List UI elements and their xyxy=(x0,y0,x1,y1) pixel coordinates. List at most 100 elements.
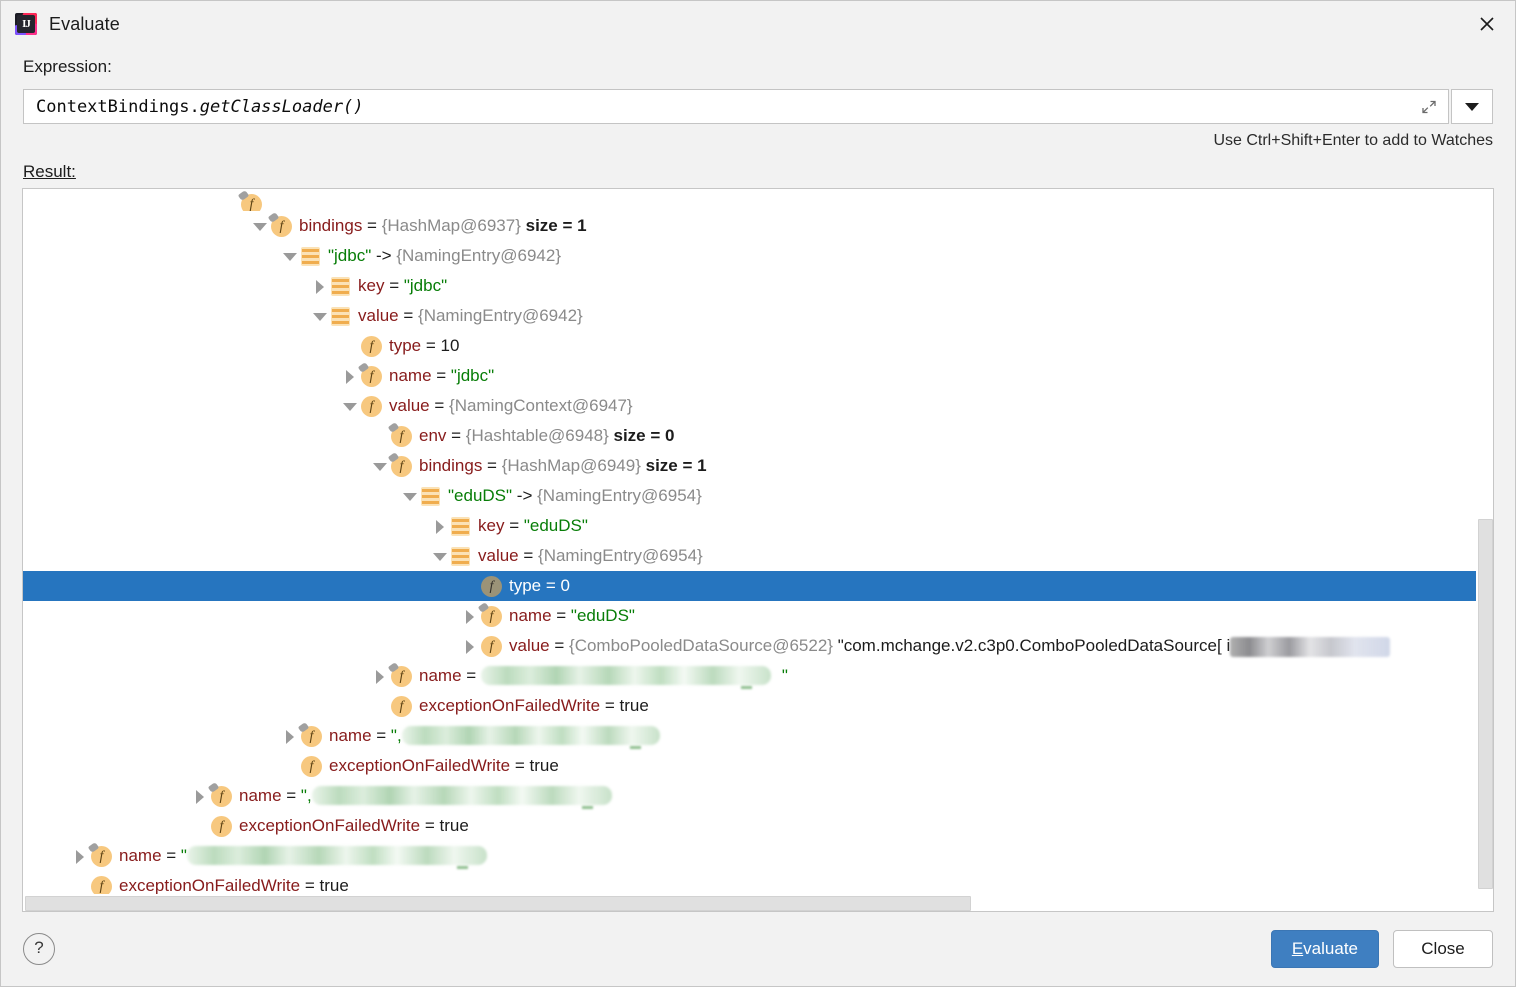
horizontal-scrollbar[interactable] xyxy=(23,894,1476,911)
tree-node-size: size = 0 xyxy=(608,426,675,445)
evaluate-button-label: valuate xyxy=(1303,939,1358,958)
vertical-scrollbar-thumb[interactable] xyxy=(1478,519,1493,889)
tree-node-value: "eduDS" xyxy=(523,516,588,535)
expression-input[interactable]: ContextBindings.getClassLoader() xyxy=(23,89,1449,124)
chevron-right-icon[interactable] xyxy=(279,722,301,752)
tree-row[interactable]: key = "jdbc" xyxy=(23,271,1493,301)
chevron-down-icon[interactable] xyxy=(369,452,391,482)
field-icon: f xyxy=(361,336,382,358)
close-button[interactable]: Close xyxy=(1393,930,1493,968)
tree-node-name: key xyxy=(358,276,385,295)
tree-node-ref: {HashMap@6949} xyxy=(501,456,641,475)
chevron-down-icon[interactable] xyxy=(399,482,421,512)
chevron-right-icon[interactable] xyxy=(309,272,331,302)
result-label-text: Result: xyxy=(23,162,76,181)
expression-history-dropdown[interactable] xyxy=(1451,89,1493,124)
twisty-placeholder xyxy=(189,812,211,842)
chevron-down-icon[interactable] xyxy=(429,542,451,572)
redacted-value xyxy=(186,846,487,866)
chevron-right-icon[interactable] xyxy=(429,512,451,542)
redacted-value xyxy=(311,786,612,806)
tree-node-equals: = xyxy=(541,576,561,595)
tree-node-equals: = xyxy=(461,666,481,685)
close-icon[interactable] xyxy=(1459,1,1515,47)
chevron-down-icon[interactable] xyxy=(279,242,301,272)
tree-node-name: type xyxy=(389,336,422,355)
tree-node-name: name xyxy=(119,846,162,865)
tree-node-ref: {NamingEntry@6954} xyxy=(538,546,703,565)
tree-node-ref: {NamingContext@6947} xyxy=(449,396,633,415)
chevron-right-icon[interactable] xyxy=(189,782,211,812)
tree-node-equals: = xyxy=(429,396,450,415)
field-icon: f xyxy=(301,756,322,778)
tree-node-value: true xyxy=(319,876,349,895)
tree-node-name: name xyxy=(419,666,462,685)
watches-hint: Use Ctrl+Shift+Enter to add to Watches xyxy=(1213,132,1493,149)
tree-node-value: "jdbc" xyxy=(403,276,448,295)
chevron-right-icon[interactable] xyxy=(339,362,361,392)
tree-node-value: "eduDS" xyxy=(570,606,635,625)
horizontal-scrollbar-thumb[interactable] xyxy=(25,896,971,911)
tree-row[interactable]: "eduDS" -> {NamingEntry@6954} xyxy=(23,481,1493,511)
field-icon: f xyxy=(391,696,412,718)
vertical-scrollbar[interactable] xyxy=(1476,189,1493,911)
field-icon: f xyxy=(481,636,502,658)
tree-node-name: bindings xyxy=(299,216,363,235)
tree-row[interactable]: value = {NamingEntry@6942} xyxy=(23,301,1493,331)
tree-row[interactable]: f xyxy=(23,189,1493,211)
twisty-placeholder xyxy=(339,332,361,362)
tree-node-value: "jdbc" xyxy=(450,366,495,385)
redacted-value xyxy=(1230,636,1391,657)
chevron-down-icon[interactable] xyxy=(339,392,361,422)
chevron-down-icon[interactable] xyxy=(249,212,271,242)
tree-node-value: 10 xyxy=(440,336,460,355)
tree-node-equals: = xyxy=(362,216,382,235)
chevron-down-icon[interactable] xyxy=(309,302,331,332)
field-icon: f xyxy=(237,189,262,211)
tree-node-name: name xyxy=(509,606,552,625)
field-icon: f xyxy=(87,842,112,868)
chevron-right-icon[interactable] xyxy=(459,632,481,662)
tree-node-name: value xyxy=(478,546,519,565)
help-button[interactable]: ? xyxy=(23,933,55,965)
tree-entry-key: "jdbc" xyxy=(328,246,372,265)
tree-node-equals: = xyxy=(398,306,419,325)
chevron-right-icon[interactable] xyxy=(459,602,481,632)
tree-row[interactable]: value = {NamingEntry@6954} xyxy=(23,541,1493,571)
field-icon: f xyxy=(267,212,292,238)
tree-node-name: value xyxy=(509,636,550,655)
tree-row[interactable]: "jdbc" -> {NamingEntry@6942} xyxy=(23,241,1493,271)
expand-icon[interactable] xyxy=(1420,98,1438,116)
tree-node-equals: = xyxy=(600,696,620,715)
tree-row[interactable]: key = "eduDS" xyxy=(23,511,1493,541)
chevron-right-icon[interactable] xyxy=(369,662,391,692)
tree-value-quote: ", xyxy=(300,786,312,805)
tree-value-quote: ", xyxy=(390,726,402,745)
twisty-placeholder xyxy=(279,752,301,782)
redacted-value xyxy=(401,726,660,746)
map-entry-icon xyxy=(421,487,440,507)
tree-node-value: true xyxy=(439,816,469,835)
tree-node-value: 0 xyxy=(560,576,570,595)
chevron-right-icon[interactable] xyxy=(69,842,91,872)
